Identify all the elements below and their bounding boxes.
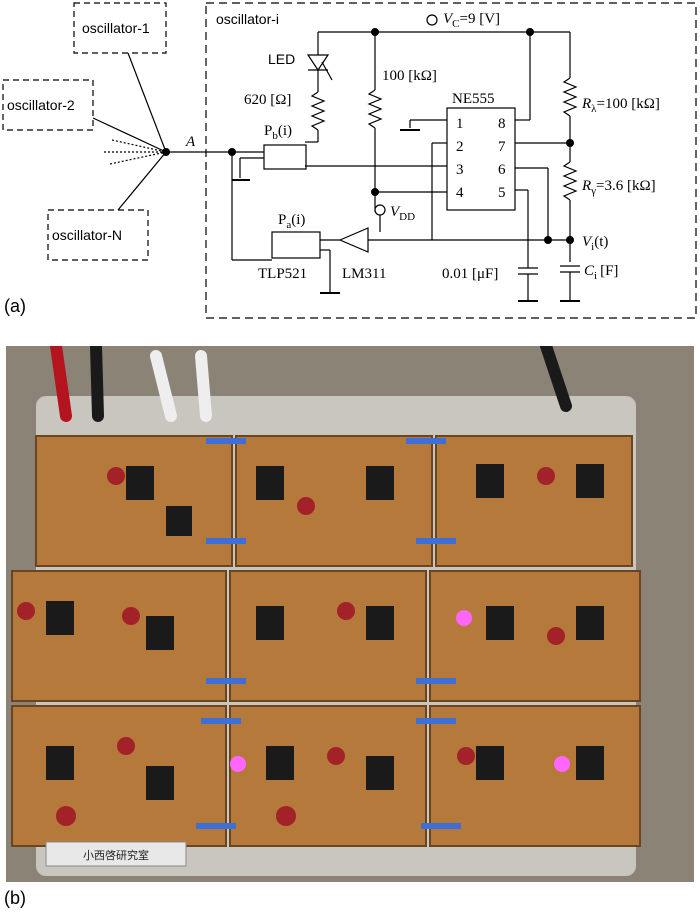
pa-label: Pa(i)	[278, 212, 305, 231]
pin-1: 1	[456, 116, 464, 132]
oscillator-n-box	[47, 209, 149, 261]
lm311-label: LM311	[342, 266, 386, 282]
vi-label: Vi(t)	[582, 234, 608, 253]
pin-6: 6	[498, 162, 506, 178]
vc-label: VC=9 [V]	[443, 11, 500, 30]
oscillator-2-box	[2, 79, 94, 131]
pb-index: (i)	[278, 123, 292, 139]
pin-8: 8	[498, 116, 506, 132]
vi-arg: (t)	[594, 234, 608, 250]
tlp521-label: TLP521	[258, 266, 307, 282]
pb-label: Pb(i)	[264, 123, 292, 142]
oscillator-i-label: oscillator-i	[216, 11, 279, 27]
vc-value: =9 [V]	[460, 11, 501, 27]
r-gamma-value: =3.6 [kΩ]	[596, 178, 656, 194]
resistor-620-label: 620 [Ω]	[244, 92, 291, 108]
ci-unit: [F]	[600, 263, 618, 279]
panel-b-label: (b)	[4, 888, 26, 908]
resistor-100k-label: 100 [kΩ]	[382, 68, 437, 84]
pa-index: (i)	[291, 212, 305, 228]
vdd-sub: DD	[399, 211, 415, 223]
vdd-label: VDD	[390, 204, 415, 223]
pin-5: 5	[498, 185, 506, 201]
ne555-label: NE555	[452, 91, 495, 107]
pin-2: 2	[456, 139, 464, 155]
oscillator-n-label: oscillator-N	[52, 227, 122, 243]
node-a-label: A	[185, 134, 196, 150]
ci-label: Ci[F]	[584, 263, 618, 282]
circuit-board-photo: 小西啓研究室	[6, 346, 694, 882]
pin-3: 3	[456, 162, 464, 178]
r-lambda-value: =100 [kΩ]	[597, 96, 660, 112]
pin-7: 7	[498, 139, 506, 155]
oscillator-1-label: oscillator-1	[82, 20, 150, 36]
r-gamma-label: Rγ=3.6 [kΩ]	[581, 178, 656, 197]
oscillator-1-box	[73, 2, 167, 54]
r-lambda-label: Rλ=100 [kΩ]	[581, 96, 660, 115]
pin-4: 4	[456, 185, 464, 201]
circuit-schematic: oscillator-1 oscillator-2 oscillator-N o…	[2, 2, 697, 319]
led-label: LED	[268, 51, 295, 67]
lab-name-plate: 小西啓研究室	[83, 848, 149, 862]
oscillator-2-label: oscillator-2	[7, 97, 75, 113]
panel-a-label: (a)	[4, 296, 26, 316]
capacitor-label: 0.01 [μF]	[442, 266, 498, 282]
